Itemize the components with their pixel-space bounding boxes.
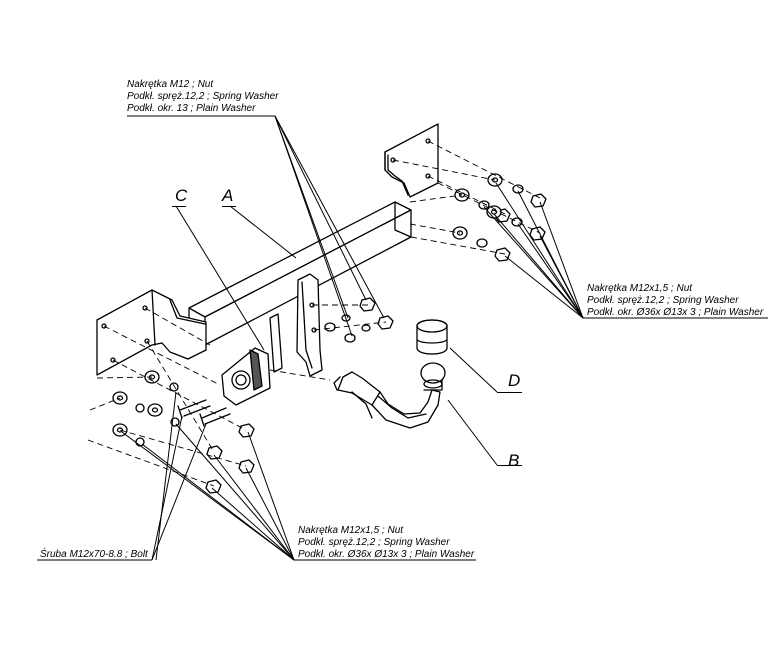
part-label-d-underline — [497, 392, 522, 393]
part-label-b: B — [508, 451, 520, 470]
right-mounting-bracket — [384, 123, 439, 198]
callout-bottom-line1: Nakrętka M12x1,5 ; Nut — [298, 525, 404, 536]
callout-bolt-line1: Śruba M12x70-8.8 ; Bolt — [40, 549, 148, 560]
leader-lines — [37, 115, 768, 561]
part-label-a-underline — [222, 206, 236, 207]
bolts — [177, 399, 231, 427]
callout-top-line2: Podkł. spręż.12,2 ; Spring Washer — [127, 91, 279, 102]
tow-ball — [420, 362, 446, 391]
side-plate — [296, 273, 323, 377]
lower-strut — [269, 313, 283, 373]
callout-bottom-line2: Podkł. spręż.12,2 ; Spring Washer — [298, 537, 450, 548]
socket-plate — [221, 347, 271, 406]
callout-right-line1: Nakrętka M12x1,5 ; Nut — [587, 283, 693, 294]
part-label-c: C — [175, 186, 188, 205]
middle-hardware — [324, 297, 394, 343]
callout-right-line3: Podkł. okr. Ø36x Ø13x 3 ; Plain Washer — [587, 307, 764, 318]
callout-right-line2: Podkł. spręż.12,2 ; Spring Washer — [587, 295, 739, 306]
tow-ball-neck — [333, 371, 441, 429]
left-mounting-bracket — [96, 289, 207, 376]
callout-top-line3: Podkł. okr. 13 ; Plain Washer — [127, 103, 256, 114]
callout-bottom-line3: Podkł. okr. Ø36x Ø13x 3 ; Plain Washer — [298, 549, 475, 560]
part-label-d: D — [508, 371, 521, 390]
part-label-c-underline — [172, 206, 186, 207]
callout-top-line1: Nakrętka M12 ; Nut — [127, 79, 214, 90]
left-hardware — [112, 370, 255, 494]
ball-cover — [416, 319, 448, 355]
part-label-a: A — [222, 186, 234, 205]
part-label-b-underline — [497, 465, 522, 466]
